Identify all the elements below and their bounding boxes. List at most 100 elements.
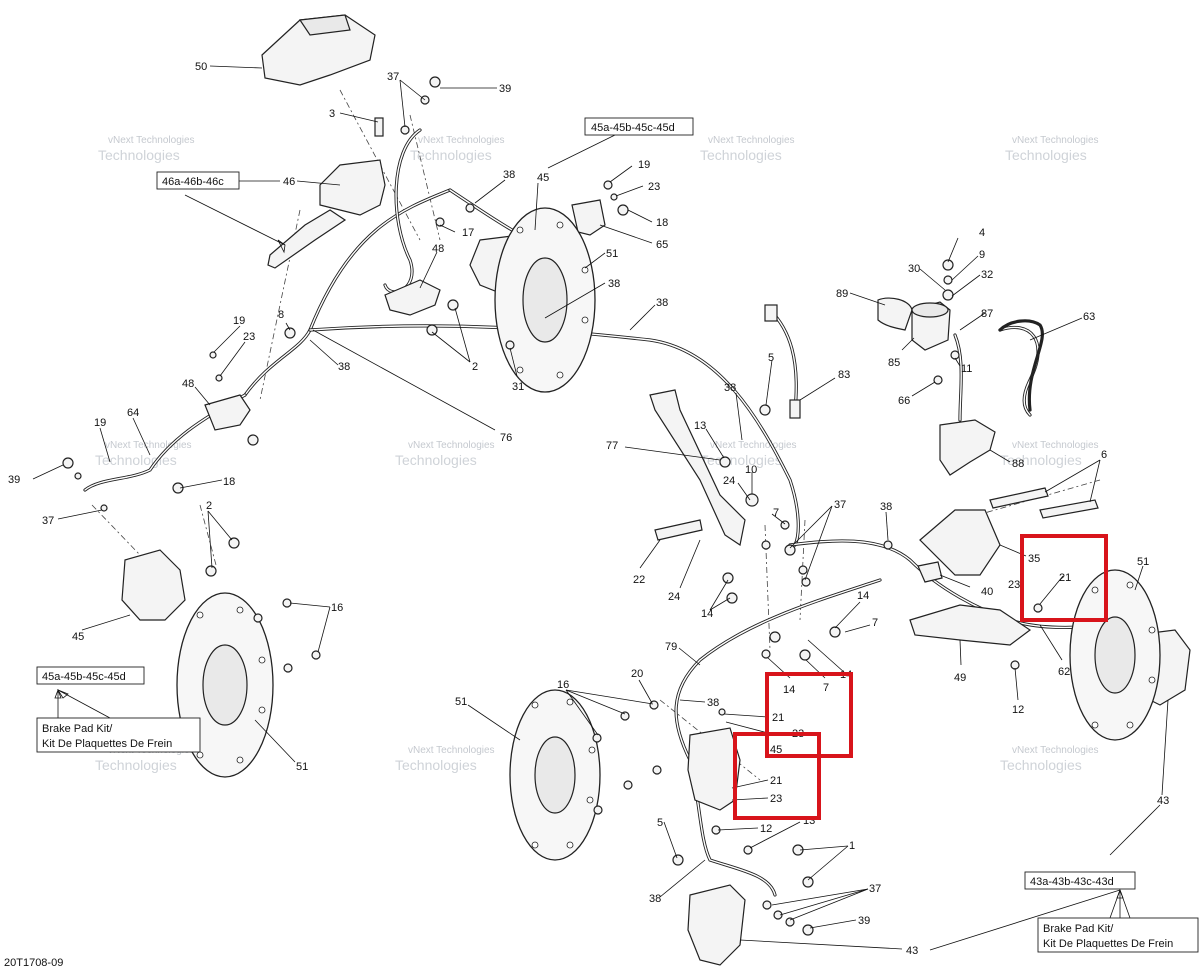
front-left-disc [176, 592, 274, 778]
callout-text: 43a-43b-43c-43d [1030, 876, 1114, 888]
hose-bracket [384, 279, 441, 316]
part-label: 39 [499, 83, 511, 95]
callout-text: Kit De Plaquettes De Frein [1043, 938, 1173, 950]
watermark: Technologies [95, 452, 177, 468]
parts [121, 14, 1191, 966]
watermark: vNext Technologies [408, 745, 495, 756]
part-label: 51 [606, 248, 618, 260]
watermark: Technologies [410, 147, 492, 163]
callout-text: 46a-46b-46c [162, 176, 224, 188]
highlight-box [765, 672, 853, 758]
part-label: 37 [869, 883, 881, 895]
watermarks: Technologies vNext Technologies Technolo… [95, 135, 1099, 773]
part-label: 23 [243, 331, 255, 343]
callout-box [156, 171, 240, 190]
part-label: 89 [836, 288, 848, 300]
watermark: vNext Technologies [708, 135, 795, 146]
part-label: 7 [872, 617, 878, 629]
part-label: 3 [329, 108, 335, 120]
part-label: 23 [770, 793, 782, 805]
brake-discs [176, 207, 1161, 861]
part-label: 38 [503, 169, 515, 181]
part-label: 51 [296, 761, 308, 773]
part-label: 49 [954, 672, 966, 684]
wheel-speed-sensor [764, 304, 778, 322]
rear-caliper-bracket [687, 727, 741, 811]
watermark: vNext Technologies [418, 135, 505, 146]
part-label: 16 [557, 679, 569, 691]
part-label: 62 [1058, 666, 1070, 678]
part-label: 5 [768, 352, 774, 364]
callout-text: Brake Pad Kit/ [1043, 923, 1114, 935]
watermark: Technologies [1005, 147, 1087, 163]
part-label: 39 [858, 915, 870, 927]
watermark: Technologies [98, 147, 180, 163]
rear-master-cylinder [939, 419, 996, 476]
part-label: 30 [908, 263, 920, 275]
grommet [917, 561, 943, 583]
highlight-box [1020, 534, 1108, 622]
part-label: 12 [760, 823, 772, 835]
watermark: vNext Technologies [105, 440, 192, 451]
callout-text: 45a-45b-45c-45d [42, 671, 126, 683]
part-label: 40 [981, 586, 993, 598]
watermark: vNext Technologies [1012, 440, 1099, 451]
part-label: 88 [1012, 458, 1024, 470]
part-label: 7 [773, 507, 779, 519]
watermark: vNext Technologies [108, 135, 195, 146]
part-label: 32 [981, 269, 993, 281]
highlight-boxes [733, 534, 1108, 820]
part-label: 38 [724, 382, 736, 394]
hardware [62, 76, 1043, 936]
axis-line [91, 504, 141, 556]
part-label: 39 [8, 474, 20, 486]
part-label: 19 [94, 417, 106, 429]
part-label: 65 [656, 239, 668, 251]
leader-lines [32, 65, 1169, 951]
bolt [1039, 499, 1099, 519]
callout-box [1037, 917, 1199, 953]
part-label: 14 [857, 590, 869, 602]
watermark: vNext Technologies [1012, 745, 1099, 756]
part-label: 38 [707, 697, 719, 709]
part-label: 2 [472, 361, 478, 373]
part-label: 38 [608, 278, 620, 290]
part-label: 46 [283, 176, 295, 188]
part-label: 38 [880, 501, 892, 513]
watermark: vNext Technologies [408, 440, 495, 451]
part-label: 10 [745, 464, 757, 476]
part-label: 21 [770, 775, 782, 787]
part-label: 37 [834, 499, 846, 511]
part-label: 83 [838, 369, 850, 381]
part-label: 16 [331, 602, 343, 614]
part-label: 31 [512, 381, 524, 393]
part-label: 2 [206, 500, 212, 512]
part-label: 4 [979, 227, 985, 239]
part-label: 37 [42, 515, 54, 527]
part-label: 11 [961, 363, 972, 375]
axis-line [199, 504, 217, 566]
part-label: 48 [182, 378, 194, 390]
hose-clip [571, 199, 606, 236]
part-label: 19 [233, 315, 245, 327]
front-right-disc [494, 207, 596, 393]
part-label: 51 [1137, 556, 1149, 568]
part-label: 79 [665, 641, 677, 653]
part-label: 23 [648, 181, 660, 193]
callout-text: 45a-45b-45c-45d [591, 122, 675, 134]
part-label: 18 [656, 217, 668, 229]
part-label: 19 [638, 159, 650, 171]
part-label: 66 [898, 395, 910, 407]
watermark: Technologies [700, 147, 782, 163]
watermark: vNext Technologies [710, 440, 797, 451]
part-label: 38 [649, 893, 661, 905]
part-label: 8 [278, 309, 284, 321]
part-label: 17 [462, 227, 474, 239]
part-label: 6 [1101, 449, 1107, 461]
rear-right-disc [1069, 569, 1161, 741]
axis-line [799, 519, 806, 621]
part-label: 45 [72, 631, 84, 643]
callout-box [36, 666, 145, 685]
part-label: 13 [694, 420, 706, 432]
highlight-box [733, 732, 821, 820]
